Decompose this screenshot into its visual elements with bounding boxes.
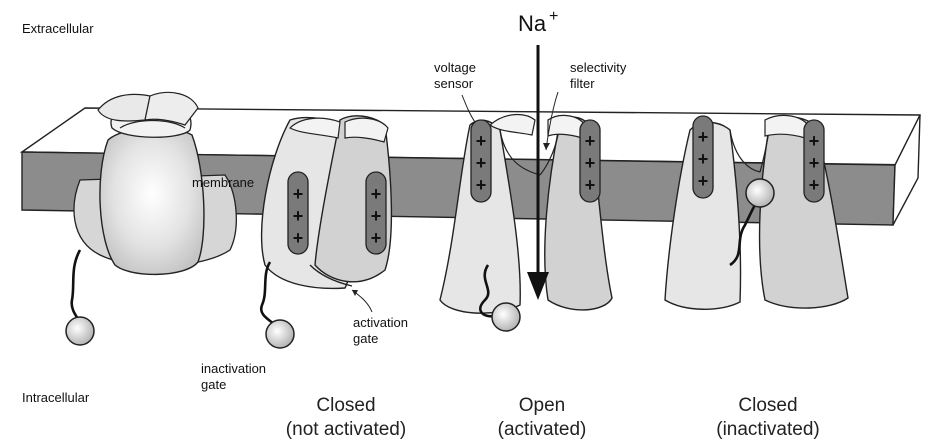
channel-4: + + + + + + xyxy=(664,114,849,310)
charge-3a-1: + xyxy=(476,131,487,151)
charge-2a-3: + xyxy=(293,228,304,248)
ion-charge: + xyxy=(549,8,558,25)
inactivation-ball-1 xyxy=(65,316,95,346)
charge-2b-2: + xyxy=(371,206,382,226)
state-1-line2: (not activated) xyxy=(286,419,406,440)
inactivation-tether-1 xyxy=(70,249,82,323)
ion-flow-arrowhead xyxy=(527,272,549,300)
charge-3b-2: + xyxy=(585,153,596,173)
activation-gate-label-line2: gate xyxy=(353,331,378,346)
voltage-sensor-4a xyxy=(692,115,714,199)
voltage-sensor-2b xyxy=(365,171,387,255)
charge-2a-1: + xyxy=(293,184,304,204)
intracellular-label: Intracellular xyxy=(22,390,90,405)
voltage-sensor-4b xyxy=(803,119,825,203)
selectivity-filter-label-line1: selectivity xyxy=(570,60,627,75)
voltage-sensor-label-line1: voltage xyxy=(434,60,476,75)
inactivation-tether-4 xyxy=(729,204,757,267)
selectivity-filter-label-line2: filter xyxy=(570,76,595,91)
voltage-sensor-3a xyxy=(470,119,492,203)
charge-4b-3: + xyxy=(809,175,820,195)
charge-3b-1: + xyxy=(585,131,596,151)
inactivation-tether-2 xyxy=(259,261,276,326)
charge-4a-2: + xyxy=(698,149,709,169)
state-1-line1: Closed xyxy=(316,395,375,416)
state-3-line1: Closed xyxy=(738,395,797,416)
charge-4b-2: + xyxy=(809,153,820,173)
charge-3a-2: + xyxy=(476,153,487,173)
charge-3b-3: + xyxy=(585,175,596,195)
voltage-sensor-pointer xyxy=(461,94,476,123)
inactivation-ball-4 xyxy=(745,178,775,208)
voltage-sensor-label-line2: sensor xyxy=(434,76,474,91)
charge-4a-1: + xyxy=(698,127,709,147)
state-2-line2: (activated) xyxy=(498,419,587,440)
state-2-line1: Open xyxy=(519,395,565,416)
inactivation-gate-label-line1: inactivation xyxy=(201,361,266,376)
channel-3: + + + + + + xyxy=(439,114,613,314)
voltage-sensor-2a xyxy=(287,171,309,255)
membrane-label: membrane xyxy=(192,175,254,190)
channel-1 xyxy=(73,91,237,276)
inactivation-gate-label-line2: gate xyxy=(201,377,226,392)
ion-symbol: Na xyxy=(518,11,547,36)
charge-2a-2: + xyxy=(293,206,304,226)
ion-label: Na + xyxy=(518,8,558,36)
charge-4b-1: + xyxy=(809,131,820,151)
activation-gate-label-line1: activation xyxy=(353,315,408,330)
inactivation-ball-2 xyxy=(265,319,295,349)
state-3-line2: (inactivated) xyxy=(716,419,820,440)
voltage-sensor-3b xyxy=(579,119,601,203)
charge-4a-3: + xyxy=(698,171,709,191)
extracellular-label: Extracellular xyxy=(22,21,94,36)
charge-2b-3: + xyxy=(371,228,382,248)
charge-3a-3: + xyxy=(476,175,487,195)
channel-2: + + + + + + xyxy=(260,115,393,290)
inactivation-tether-3 xyxy=(479,264,497,318)
charge-2b-1: + xyxy=(371,184,382,204)
inactivation-ball-3 xyxy=(491,302,521,332)
